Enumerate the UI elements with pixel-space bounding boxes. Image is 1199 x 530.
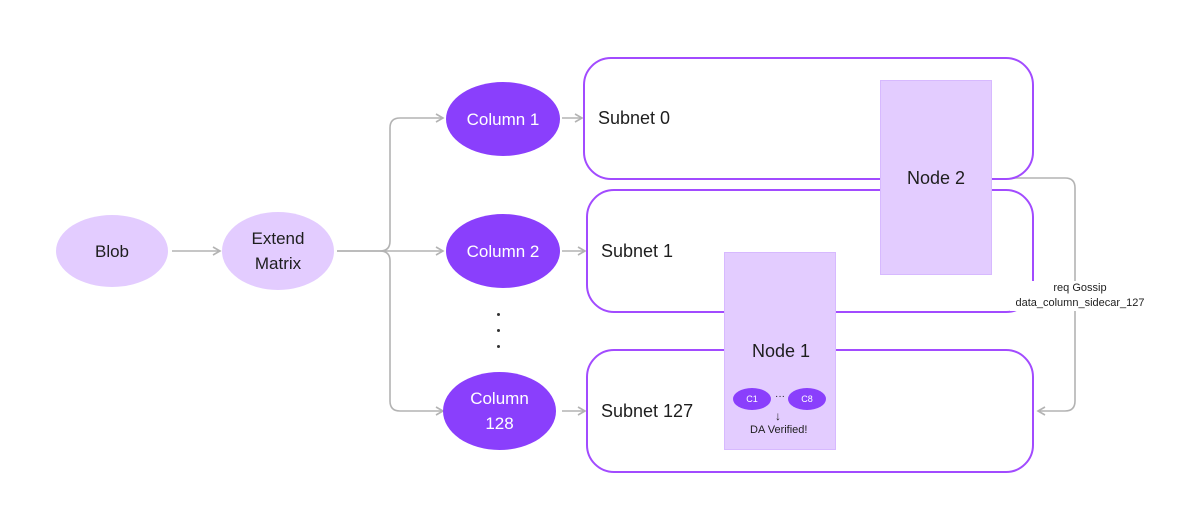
column-1-label: Column 1 (466, 109, 540, 129)
da-verified-label: DA Verified! (750, 424, 808, 436)
arrow-extend-to-column128 (379, 250, 445, 416)
gossip-annotation: req Gossip data_column_sidecar_127 (1010, 281, 1150, 311)
chunk-c8: C8 (788, 388, 826, 410)
column-2-label: Column 2 (466, 241, 540, 261)
column-128-node: Column 128 (443, 372, 556, 450)
subnet-0-label: Subnet 0 (598, 108, 671, 128)
extend-matrix-node: Extend Matrix (222, 212, 334, 290)
chunk-ellipsis: ··· (775, 391, 785, 402)
node-2-box (880, 80, 992, 275)
column-128-line1: Column (470, 389, 529, 408)
blob-label: Blob (94, 241, 130, 261)
extend-matrix-line2: Matrix (254, 254, 302, 273)
ellipsis-dot (497, 313, 500, 316)
chunk-c8-label: C8 (801, 394, 813, 404)
subnet-1-label: Subnet 1 (601, 241, 674, 261)
subnet-127-label: Subnet 127 (601, 401, 694, 421)
node-1-box (724, 252, 836, 450)
chunk-c1-label: C1 (746, 394, 758, 404)
arrow-extend-to-column1 (337, 113, 445, 252)
ellipsis-dot (497, 329, 500, 332)
chunk-c1: C1 (733, 388, 771, 410)
column-1-node: Column 1 (446, 82, 560, 156)
node-2-label: Node 2 (907, 168, 966, 188)
blob-node: Blob (56, 215, 168, 287)
gossip-line2: data_column_sidecar_127 (1015, 297, 1145, 309)
gossip-line1: req Gossip (1053, 282, 1107, 294)
column-2-node: Column 2 (446, 214, 560, 288)
extend-matrix-line1: Extend (251, 229, 305, 248)
ellipsis-dot (497, 345, 500, 348)
down-arrow-icon: ↓ (775, 409, 781, 423)
column-128-line2: 128 (485, 414, 514, 433)
node-1-label: Node 1 (752, 341, 811, 361)
